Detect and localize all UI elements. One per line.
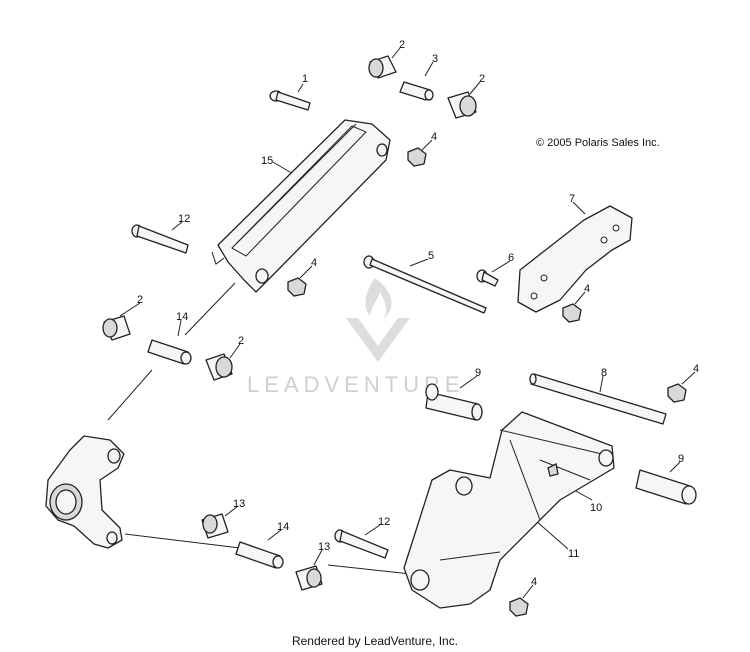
callout-2: 2	[137, 294, 143, 306]
callout-2: 2	[479, 73, 485, 85]
callout-labels: 1 2 3 2 4 15 12 5 6 7 4 4 2 14 2 9 8 4 1…	[137, 39, 699, 588]
watermark-text: LEADVENTURE	[247, 372, 465, 397]
part-4-nut-mid-left	[287, 277, 307, 297]
callout-2: 2	[238, 335, 244, 347]
leader-lines	[107, 47, 696, 599]
callout-7: 7	[569, 193, 575, 205]
callout-4: 4	[584, 283, 590, 295]
part-6-small-bolt	[476, 269, 499, 287]
callout-13: 13	[233, 498, 245, 510]
footer-credit: Rendered by LeadVenture, Inc.	[291, 634, 459, 648]
part-9-sleeve-lower	[635, 469, 697, 505]
callout-4: 4	[431, 131, 437, 143]
part-14-sleeve-bottom	[235, 541, 284, 569]
part-13-bushing-left	[201, 513, 229, 539]
callout-3: 3	[432, 53, 438, 65]
callout-11: 11	[568, 548, 579, 560]
part-4-nut-top	[407, 147, 427, 167]
callout-14: 14	[176, 311, 188, 323]
callout-12: 12	[378, 516, 390, 528]
callout-4: 4	[693, 363, 699, 375]
part-3-sleeve	[399, 81, 434, 101]
part-1-bolt	[269, 90, 311, 111]
callout-9: 9	[678, 453, 684, 465]
callout-2: 2	[399, 39, 405, 51]
part-8-shaft	[529, 373, 667, 425]
part-11-swing-arm	[403, 411, 615, 609]
callout-14: 14	[277, 521, 289, 533]
copyright-notice: © 2005 Polaris Sales Inc.	[536, 137, 660, 149]
part-15-upper-link	[211, 119, 391, 293]
callout-4: 4	[531, 576, 537, 588]
part-5-long-bolt	[363, 255, 487, 314]
watermark: LEADVENTURE	[247, 278, 465, 397]
part-9-sleeve-upper	[425, 383, 483, 421]
part-4-nut-mid-right	[562, 303, 582, 323]
knuckle-housing	[45, 435, 125, 549]
part-2-bushing-mid-right	[205, 353, 233, 381]
part-2-bushing-mid-left	[102, 315, 131, 341]
part-13-bushing-right	[295, 565, 323, 591]
part-4-nut-right	[667, 383, 687, 403]
part-12-bolt-upper	[131, 224, 189, 254]
callout-9: 9	[475, 367, 481, 379]
watermark-flame-icon	[365, 278, 392, 318]
part-2-bushing-top-left	[368, 55, 397, 79]
part-12-bolt-lower	[334, 529, 389, 559]
callout-10: 10	[590, 502, 602, 514]
part-2-bushing-top-right	[447, 91, 477, 119]
callout-4: 4	[311, 257, 317, 269]
part-4-nut-bottom	[509, 597, 529, 617]
callout-6: 6	[508, 252, 514, 264]
callout-1: 1	[302, 73, 308, 85]
part-7-bracket	[517, 205, 633, 313]
watermark-v-icon	[346, 318, 410, 362]
callout-13: 13	[318, 541, 330, 553]
part-10-grease-fitting	[547, 463, 559, 477]
callout-5: 5	[428, 250, 434, 262]
callout-15: 15	[261, 155, 273, 167]
callout-8: 8	[601, 367, 607, 379]
callout-12: 12	[178, 213, 190, 225]
part-14-sleeve-mid	[147, 339, 192, 365]
